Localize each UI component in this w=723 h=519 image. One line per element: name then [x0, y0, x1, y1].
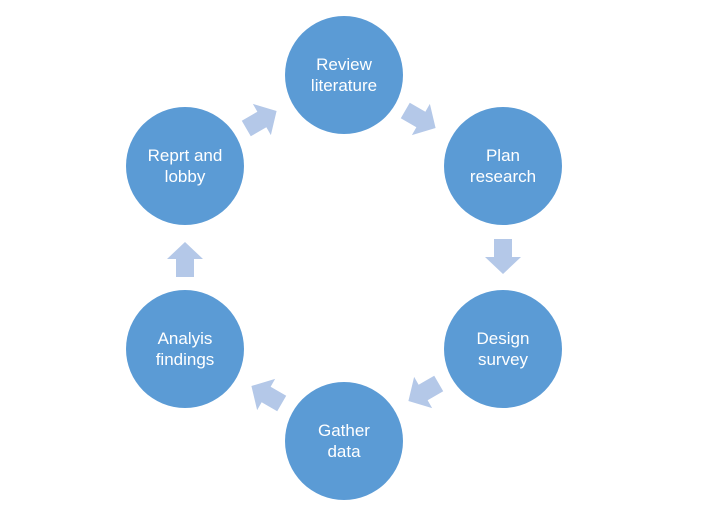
cycle-arrow-icon	[167, 242, 203, 277]
cycle-arrow-icon	[251, 378, 287, 412]
node-review-literature: Review literature	[285, 16, 403, 134]
node-analyis-findings: Analyis findings	[126, 290, 244, 408]
node-label: Plan research	[469, 146, 537, 186]
node-label: Review literature	[310, 55, 378, 95]
node-gather-data: Gather data	[285, 382, 403, 500]
node-plan-research: Plan research	[444, 107, 562, 225]
cycle-arrow-icon	[241, 103, 277, 137]
node-label: Reprt and lobby	[147, 146, 223, 186]
node-label: Analyis findings	[155, 329, 215, 369]
cycle-arrow-icon	[485, 239, 521, 274]
cycle-arrow-icon	[400, 102, 436, 136]
node-label: Gather data	[318, 421, 370, 461]
node-label: Design survey	[476, 329, 530, 369]
node-reprt-and-lobby: Reprt and lobby	[126, 107, 244, 225]
node-design-survey: Design survey	[444, 290, 562, 408]
cycle-arrow-icon	[408, 375, 444, 409]
